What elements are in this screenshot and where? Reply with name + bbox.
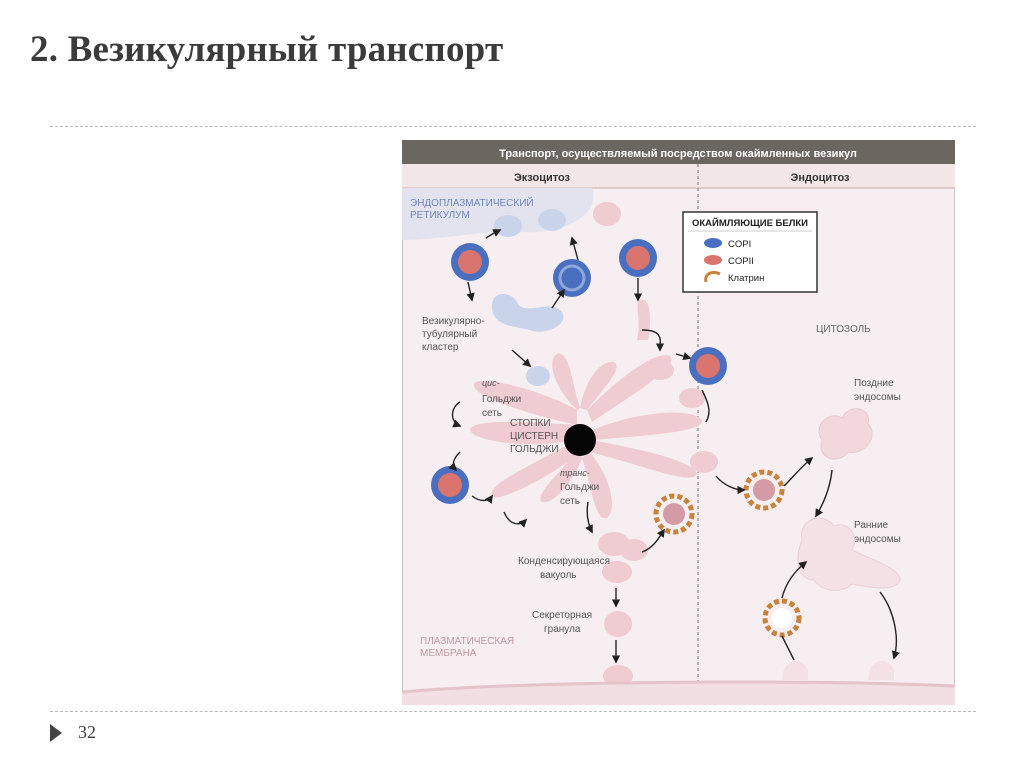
legend-clathrin-label: Клатрин [728, 273, 764, 284]
page-number: 32 [78, 722, 96, 743]
label-stack-1: СТОПКИ [510, 418, 551, 429]
label-vtc-3: кластер [422, 342, 459, 353]
label-late-2: эндосомы [854, 392, 901, 403]
legend-copii-swatch [704, 255, 722, 265]
label-trans-3: сеть [560, 496, 580, 507]
vtc-vesicle [526, 366, 550, 386]
slide-title: 2. Везикулярный транспорт [30, 28, 503, 71]
label-secr-2: гранула [544, 624, 581, 635]
label-er-1: ЭНДОПЛАЗМАТИЧЕСКИЙ [410, 196, 534, 209]
label-secr-1: Секреторная [532, 610, 592, 621]
bottom-divider [50, 711, 976, 712]
legend-title: ОКАЙМЛЯЮЩИЕ БЕЛКИ [692, 217, 808, 229]
figure-header-text: Транспорт, осуществляемый посредством ок… [499, 148, 857, 160]
label-vtc-1: Везикулярно- [422, 316, 485, 327]
figure-svg: Транспорт, осуществляемый посредством ок… [402, 140, 955, 705]
label-cytosol: ЦИТОЗОЛЬ [816, 324, 871, 335]
play-arrow-icon [50, 724, 62, 742]
er-bud-1 [494, 215, 522, 237]
section-exocytosis: Экзоцитоз [514, 172, 571, 184]
label-vtc-2: тубулярный [422, 328, 477, 340]
label-stack-2: ЦИСТЕРН [510, 431, 558, 442]
label-trans-2: Гольджи [560, 482, 599, 493]
er-bud-3 [593, 202, 621, 226]
top-divider [50, 126, 976, 127]
label-stack-3: ГОЛЬДЖИ [510, 444, 559, 455]
legend-copii-label: COPII [728, 256, 754, 267]
label-trans-1: транс- [560, 468, 590, 478]
label-early-1: Ранние [854, 520, 889, 531]
er-bud-2 [538, 209, 566, 231]
label-cond-1: Конденсирующаяся [518, 556, 610, 567]
copii-vesicle-2 [619, 239, 657, 277]
label-er-2: РЕТИКУЛУМ [410, 210, 470, 221]
section-header-bar [402, 164, 955, 188]
golgi-center-dot [564, 424, 596, 456]
label-cond-2: вакуоль [540, 570, 577, 581]
label-cis-2: Гольджи [482, 394, 521, 405]
label-early-2: эндосомы [854, 534, 901, 545]
legend: ОКАЙМЛЯЮЩИЕ БЕЛКИ COPI COPII Клатрин [683, 212, 817, 292]
label-late-1: Поздние [854, 378, 894, 389]
section-endocytosis: Эндоцитоз [791, 172, 851, 184]
label-pm-2: МЕМБРАНА [420, 648, 477, 659]
label-cis-1: цис- [482, 378, 500, 388]
copii-vesicle-3 [689, 347, 727, 385]
legend-copi-swatch [704, 238, 722, 248]
copii-vesicle-1 [451, 243, 489, 281]
legend-copi-label: COPI [728, 239, 751, 250]
label-cis-3: сеть [482, 408, 502, 419]
label-pm-1: ПЛАЗМАТИЧЕСКАЯ [420, 636, 514, 647]
vesicular-transport-figure: Транспорт, осуществляемый посредством ок… [402, 140, 955, 705]
copi-vesicle-1 [553, 259, 591, 297]
copii-vesicle-4 [431, 466, 469, 504]
